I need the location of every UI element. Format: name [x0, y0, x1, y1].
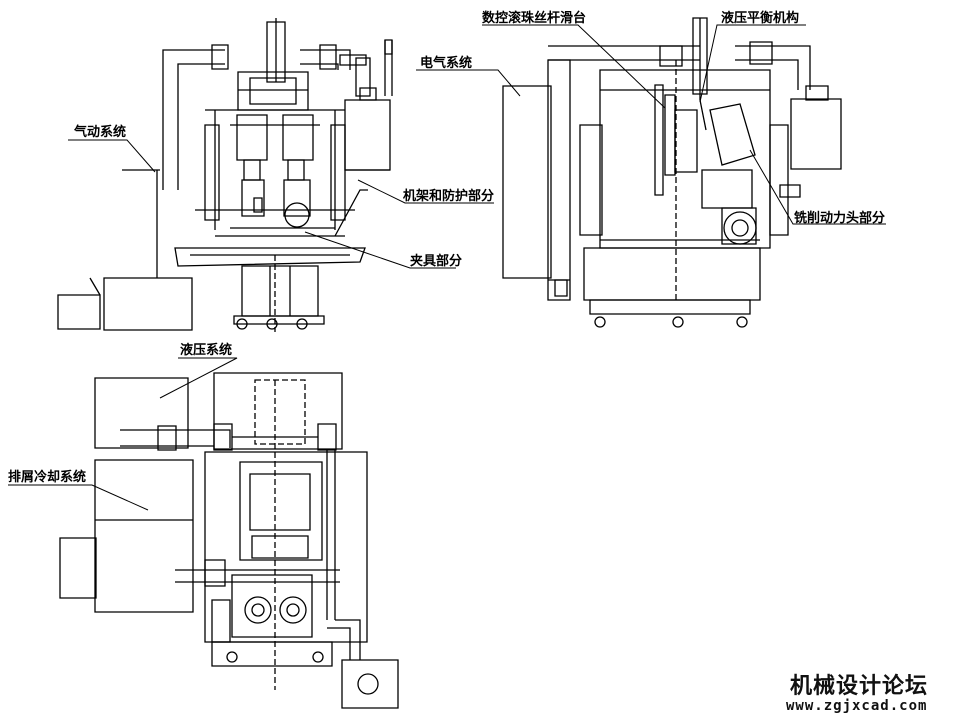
label-milling-power-head: 铣削动力头部分 — [794, 211, 886, 226]
label-cnc-ballscrew-slide: 数控滚珠丝杆滑台 — [482, 11, 587, 26]
label-pneumatic-system: 气动系统 — [74, 125, 127, 140]
label-fixture: 夹具部分 — [410, 254, 463, 269]
leader-lines — [8, 25, 886, 510]
watermark-title: 机械设计论坛 — [790, 674, 929, 699]
label-chip-cooling-system: 排屑冷却系统 — [8, 470, 87, 485]
front-view — [58, 18, 392, 332]
watermark-url: www.zgjxcad.com — [786, 698, 928, 714]
plan-view — [60, 373, 398, 708]
label-frame-and-guard: 机架和防护部分 — [403, 189, 495, 204]
label-hydraulic-system: 液压系统 — [180, 343, 233, 358]
label-electrical-system: 电气系统 — [420, 56, 473, 71]
label-hydraulic-balance: 液压平衡机构 — [721, 11, 800, 26]
side-view — [503, 18, 841, 327]
